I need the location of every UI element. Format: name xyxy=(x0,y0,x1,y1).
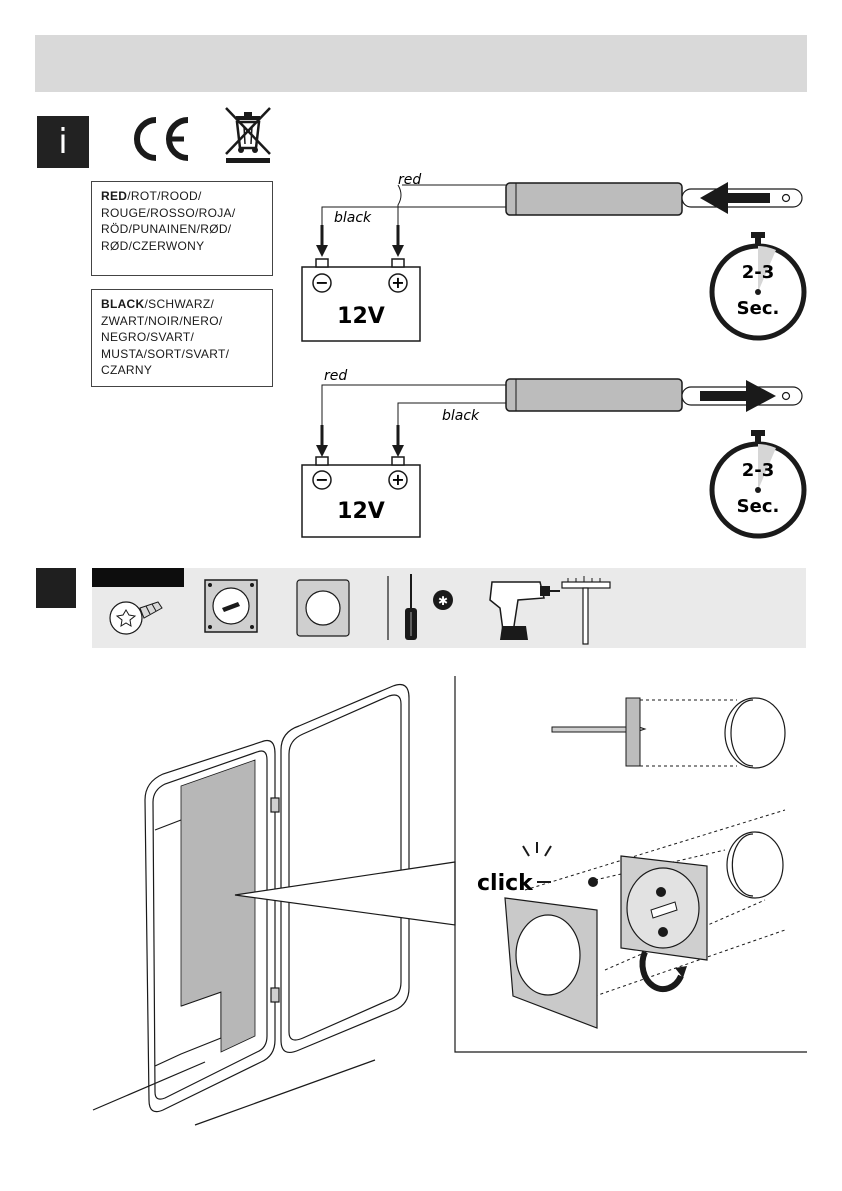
battery-voltage: 12V xyxy=(337,304,385,329)
battery-plus: + xyxy=(391,273,404,292)
svg-text:✱: ✱ xyxy=(438,594,448,608)
black-legend-box: BLACK/SCHWARZ/ ZWART/NOIR/NERO/ NEGRO/SV… xyxy=(91,289,273,387)
battery-voltage: 12V xyxy=(337,499,385,524)
red-wire-label: red xyxy=(324,368,347,384)
click-label: click xyxy=(477,871,534,896)
ce-mark-icon xyxy=(126,116,192,162)
stopwatch-icon: 2-3 Sec. xyxy=(706,428,810,544)
black-wire-label: black xyxy=(442,408,480,424)
drilling-detail xyxy=(552,698,785,768)
header-bar xyxy=(35,35,807,92)
stopwatch-icon: 2-3 Sec. xyxy=(706,230,810,346)
step-badge xyxy=(36,568,76,608)
timer-value: 2-3 xyxy=(742,460,775,481)
cover-ring-icon xyxy=(297,580,349,636)
ruler-icon xyxy=(562,576,610,644)
info-badge: i xyxy=(37,116,89,168)
timer-unit: Sec. xyxy=(737,298,780,319)
torx-bit-icon: ✱ xyxy=(433,590,453,610)
installation-detail: click xyxy=(477,810,785,1028)
mounting-plate-icon xyxy=(205,580,257,632)
timer-value: 2-3 xyxy=(742,262,775,283)
screw-icon xyxy=(110,602,162,634)
black-key: BLACK xyxy=(101,297,145,311)
red-legend-box: RED/ROT/ROOD/ ROUGE/ROSSO/ROJA/ RÖD/PUNA… xyxy=(91,181,273,276)
battery-plus: + xyxy=(391,470,404,489)
timer-unit: Sec. xyxy=(737,496,780,517)
battery-minus: − xyxy=(315,470,328,489)
weee-bin-icon xyxy=(222,106,274,164)
battery-minus: − xyxy=(315,273,328,292)
assembly-illustration: click xyxy=(85,670,810,1140)
drill-icon xyxy=(490,582,560,640)
tool-icons: ✱ xyxy=(92,568,806,648)
black-wire-label: black xyxy=(334,210,372,226)
red-wire-label: red xyxy=(398,172,421,188)
screwdriver-icon xyxy=(405,574,417,640)
red-key: RED xyxy=(101,189,127,203)
